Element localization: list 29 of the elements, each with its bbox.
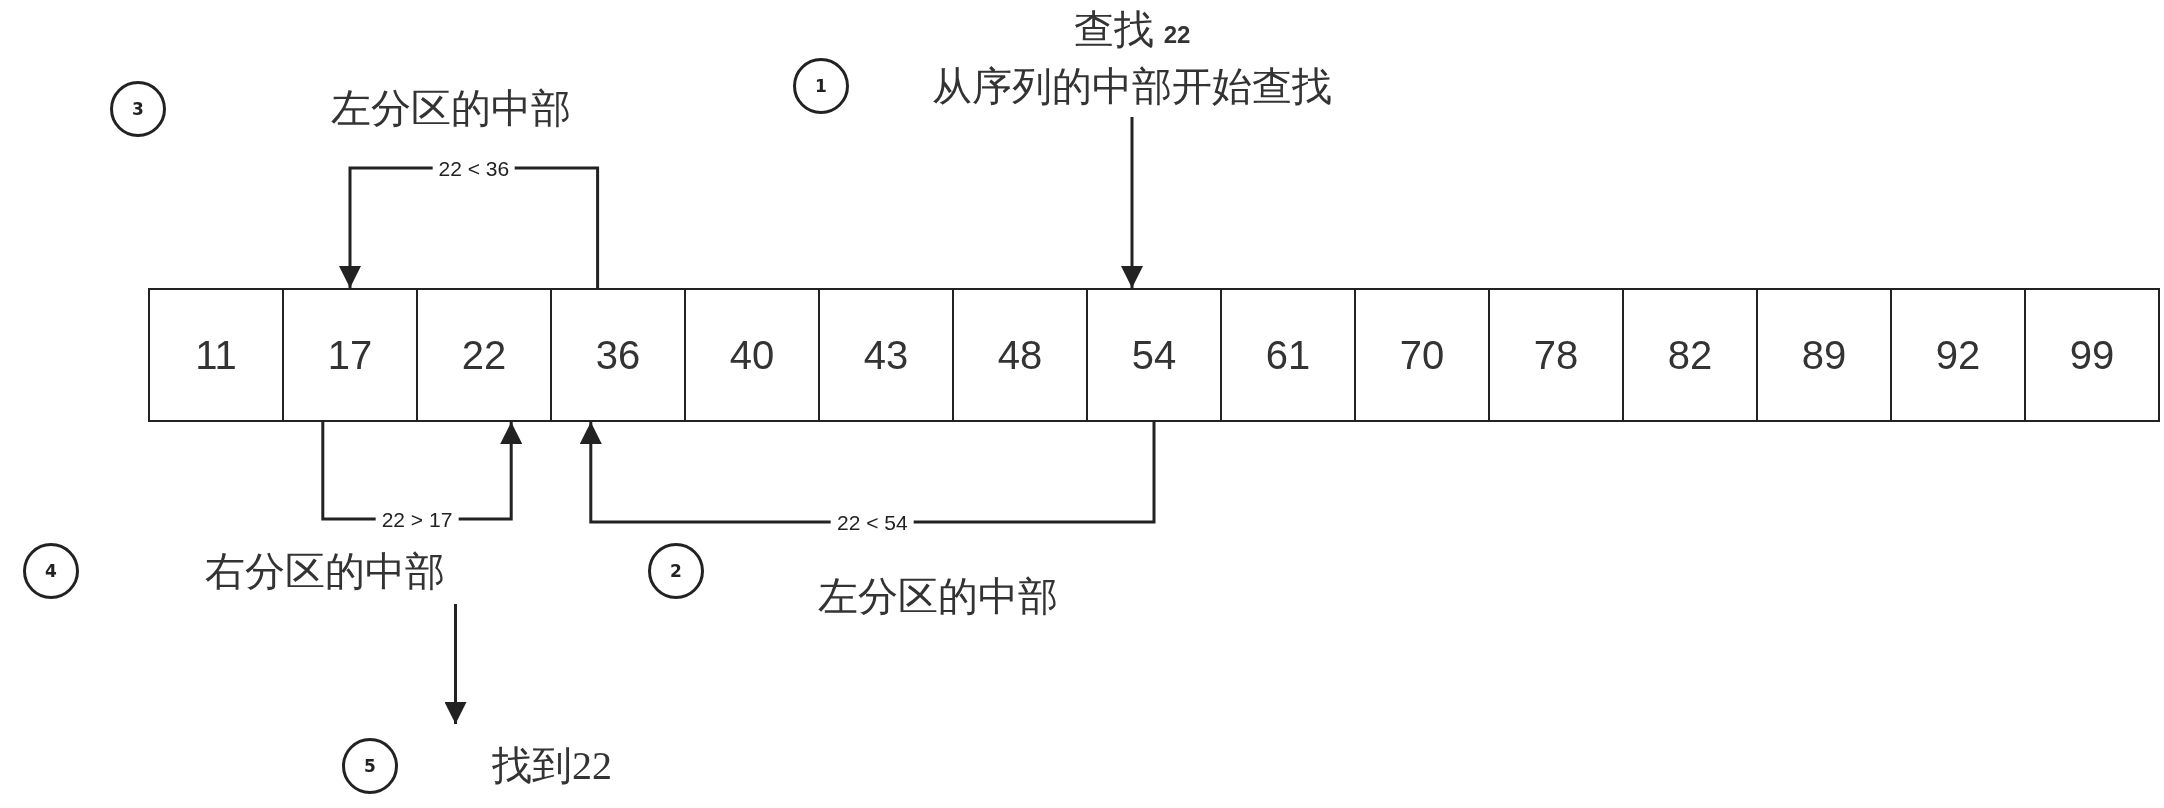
array-cell: 70 <box>1354 288 1490 422</box>
step-text: 从序列的中部开始查找 <box>931 63 1333 111</box>
array-cell: 22 <box>416 288 552 422</box>
array-cell: 89 <box>1756 288 1892 422</box>
array-cell: 36 <box>550 288 686 422</box>
step-number: 5 <box>342 738 398 794</box>
step-text: 左分区的中部 <box>331 84 571 133</box>
array-cell: 82 <box>1622 288 1758 422</box>
arrow <box>444 604 467 724</box>
array-cell: 48 <box>952 288 1088 422</box>
array-cell: 40 <box>684 288 820 422</box>
arrow <box>579 422 1156 524</box>
array-cell: 61 <box>1220 288 1356 422</box>
step-text: 找到22 <box>492 742 613 790</box>
arrow <box>1121 117 1143 288</box>
array-cell: 43 <box>818 288 954 422</box>
step-text: 左分区的中部 <box>818 572 1058 621</box>
step-number: 2 <box>648 543 704 599</box>
array-cell: 99 <box>2024 288 2160 422</box>
array-cell: 78 <box>1488 288 1624 422</box>
step-text: 右分区的中部 <box>204 548 446 596</box>
array-cell: 54 <box>1086 288 1222 422</box>
array-cell: 92 <box>1890 288 2026 422</box>
array-cell: 17 <box>282 288 418 422</box>
array-cell: 11 <box>148 288 284 422</box>
step-number: 1 <box>793 58 849 114</box>
step-text: 查找 22 <box>1072 6 1192 54</box>
step-number: 3 <box>110 81 166 137</box>
step-number: 4 <box>23 543 79 599</box>
